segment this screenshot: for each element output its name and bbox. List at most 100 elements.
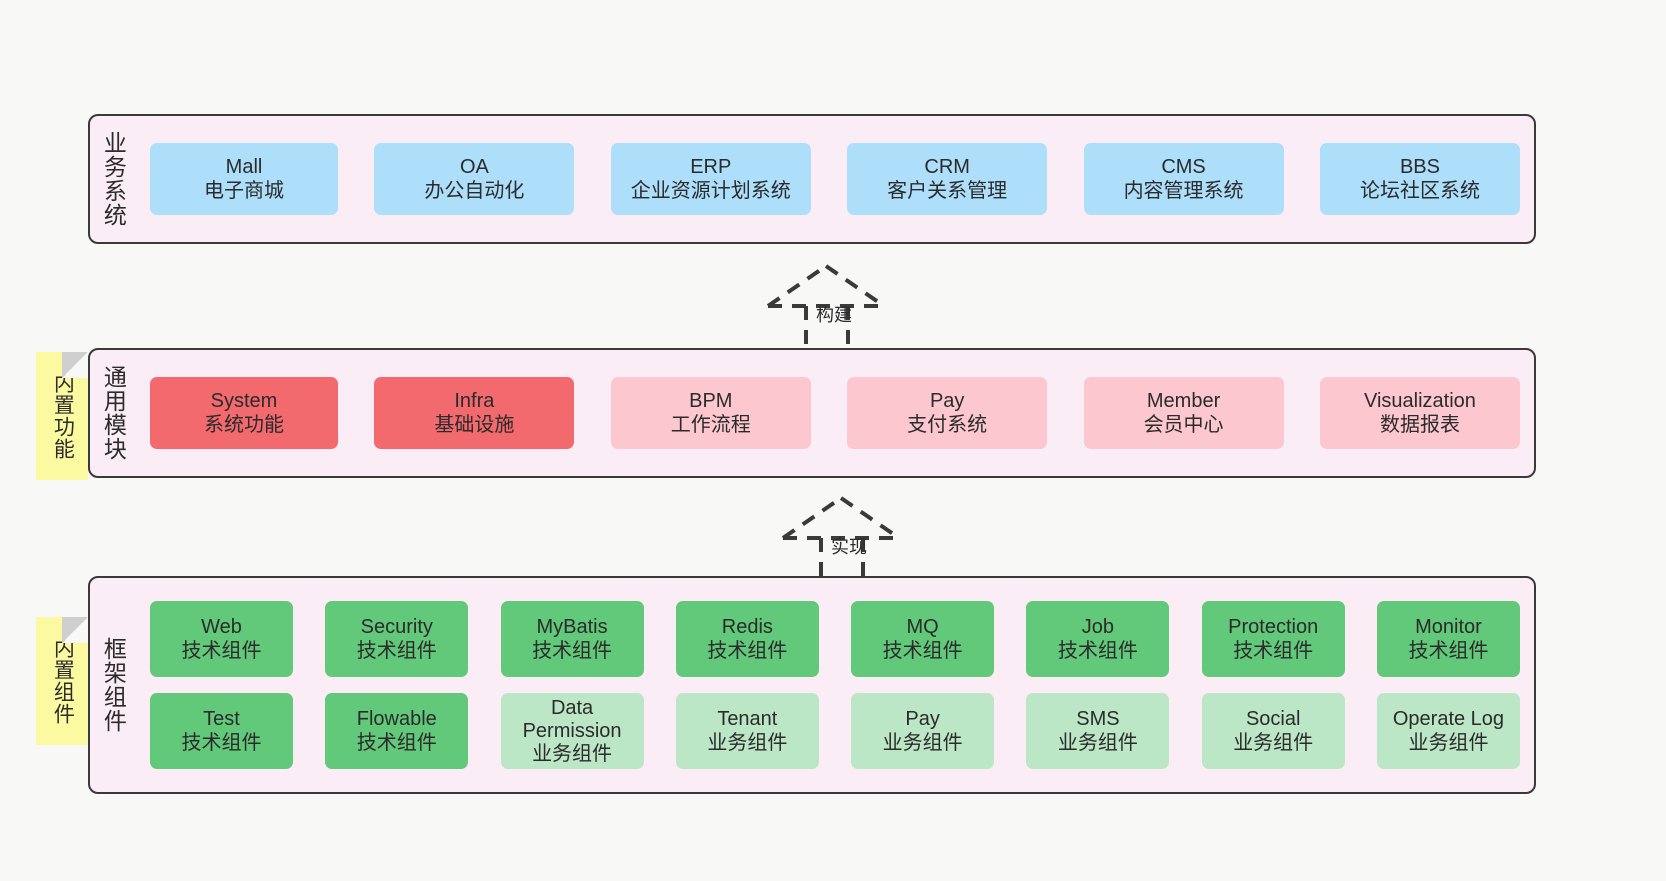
card-pay-component[interactable]: Pay 业务组件: [851, 693, 995, 769]
card-row: Web 技术组件 Security 技术组件 MyBatis 技术组件 Redi…: [150, 601, 1520, 677]
card-en-label: Infra: [454, 389, 495, 412]
card-cn-label: 办公自动化: [424, 180, 525, 202]
card-cn-label: 技术组件: [1233, 640, 1314, 662]
card-cn-label: 业务组件: [1057, 732, 1138, 754]
note-builtin-component: 内置组件: [36, 617, 88, 745]
card-mall[interactable]: Mall 电子商城: [150, 143, 338, 215]
layer-body-common-module: System 系统功能 Infra 基础设施 BPM 工作流程 Pay 支付系统…: [136, 350, 1534, 476]
card-en-label: BPM: [689, 389, 733, 412]
card-en-label: ERP: [690, 155, 732, 178]
card-security[interactable]: Security 技术组件: [325, 601, 469, 677]
layer-body-framework-component: Web 技术组件 Security 技术组件 MyBatis 技术组件 Redi…: [136, 578, 1534, 792]
connector-implement-label: 实现: [831, 537, 867, 557]
card-cn-label: 内容管理系统: [1123, 180, 1244, 202]
card-system[interactable]: System 系统功能: [150, 377, 338, 449]
layer-business-system: 业务系统 Mall 电子商城 OA 办公自动化 ERP 企业资源计划系统 CRM…: [88, 114, 1536, 244]
card-cn-label: 工作流程: [670, 414, 751, 436]
card-infra[interactable]: Infra 基础设施: [374, 377, 575, 449]
card-cn-label: 技术组件: [356, 640, 437, 662]
card-cn-label: 技术组件: [1408, 640, 1489, 662]
card-cn-label: 客户关系管理: [887, 180, 1008, 202]
card-en-label: CRM: [924, 155, 970, 178]
card-protection[interactable]: Protection 技术组件: [1201, 601, 1345, 677]
card-bbs[interactable]: BBS 论坛社区系统: [1319, 143, 1520, 215]
card-cn-label: 业务组件: [882, 732, 963, 754]
card-redis[interactable]: Redis 技术组件: [675, 601, 819, 677]
card-cn-label: 技术组件: [181, 640, 262, 662]
card-en-label: System: [210, 389, 278, 412]
card-cn-label: 会员中心: [1143, 414, 1224, 436]
card-en-label: Operate Log: [1392, 707, 1505, 730]
card-visualization[interactable]: Visualization 数据报表: [1319, 377, 1520, 449]
card-cn-label: 论坛社区系统: [1359, 180, 1480, 202]
card-erp[interactable]: ERP 企业资源计划系统: [610, 143, 811, 215]
card-cn-label: 企业资源计划系统: [630, 180, 791, 202]
card-cn-label: 业务组件: [1233, 732, 1314, 754]
card-cn-label: 技术组件: [532, 640, 613, 662]
card-en-label: Web: [201, 615, 242, 638]
card-mq[interactable]: MQ 技术组件: [851, 601, 995, 677]
card-test[interactable]: Test 技术组件: [150, 693, 293, 769]
card-en-label: Member: [1146, 389, 1221, 412]
card-oa[interactable]: OA 办公自动化: [374, 143, 575, 215]
card-row: Test 技术组件 Flowable 技术组件 Data Permission …: [150, 693, 1520, 769]
card-cn-label: 技术组件: [882, 640, 963, 662]
card-monitor[interactable]: Monitor 技术组件: [1376, 601, 1520, 677]
card-en-label: Flowable: [356, 707, 437, 730]
card-bpm[interactable]: BPM 工作流程: [610, 377, 811, 449]
card-data-permission[interactable]: Data Permission 业务组件: [500, 693, 644, 769]
connector-build: 构建: [760, 258, 920, 358]
layer-framework-component: 框架组件 Web 技术组件 Security 技术组件 MyBatis 技术组件…: [88, 576, 1536, 794]
layer-title-business: 业务系统: [100, 131, 127, 227]
card-en-label: Social: [1245, 707, 1301, 730]
card-en-label: Redis: [721, 615, 773, 638]
card-en-label: Visualization: [1363, 389, 1476, 412]
card-crm[interactable]: CRM 客户关系管理: [847, 143, 1048, 215]
card-cn-label: 业务组件: [532, 742, 613, 765]
card-member[interactable]: Member 会员中心: [1083, 377, 1284, 449]
card-cn-label: 技术组件: [356, 732, 437, 754]
card-sms[interactable]: SMS 业务组件: [1026, 693, 1170, 769]
layer-common-module: 通用模块 System 系统功能 Infra 基础设施 BPM 工作流程 Pay…: [88, 348, 1536, 478]
card-operate-log[interactable]: Operate Log 业务组件: [1376, 693, 1520, 769]
card-cn-label: 技术组件: [181, 732, 262, 754]
card-cn-label: 业务组件: [1408, 732, 1489, 754]
layer-title-framework-component: 框架组件: [100, 637, 127, 733]
card-en-label: Data Permission: [522, 696, 622, 742]
card-en-label: Job: [1081, 615, 1115, 638]
card-cn-label: 系统功能: [204, 414, 284, 436]
card-cn-label: 数据报表: [1379, 414, 1460, 436]
card-row: Mall 电子商城 OA 办公自动化 ERP 企业资源计划系统 CRM 客户关系…: [150, 143, 1520, 215]
card-en-label: Security: [360, 615, 433, 638]
card-en-label: OA: [459, 155, 489, 178]
card-cn-label: 基础设施: [434, 414, 515, 436]
card-cn-label: 技术组件: [707, 640, 788, 662]
card-en-label: Pay: [929, 389, 965, 412]
card-cn-label: 技术组件: [1057, 640, 1138, 662]
card-cn-label: 业务组件: [707, 732, 788, 754]
card-en-label: CMS: [1161, 155, 1206, 178]
layer-title-common-module: 通用模块: [100, 365, 127, 461]
card-social[interactable]: Social 业务组件: [1201, 693, 1345, 769]
card-en-label: Pay: [905, 707, 940, 730]
card-tenant[interactable]: Tenant 业务组件: [675, 693, 819, 769]
card-web[interactable]: Web 技术组件: [150, 601, 293, 677]
card-cn-label: 电子商城: [204, 180, 284, 202]
card-en-label: Mall: [225, 155, 263, 178]
card-en-label: Tenant: [717, 707, 778, 730]
card-en-label: BBS: [1399, 155, 1440, 178]
card-en-label: MyBatis: [536, 615, 608, 638]
card-en-label: MQ: [906, 615, 939, 638]
card-cn-label: 支付系统: [907, 414, 988, 436]
card-cms[interactable]: CMS 内容管理系统: [1083, 143, 1284, 215]
card-en-label: Protection: [1228, 615, 1319, 638]
note-builtin-function: 内置功能: [36, 352, 88, 480]
card-mybatis[interactable]: MyBatis 技术组件: [500, 601, 644, 677]
card-en-label: SMS: [1076, 707, 1120, 730]
card-job[interactable]: Job 技术组件: [1026, 601, 1170, 677]
layer-body-business: Mall 电子商城 OA 办公自动化 ERP 企业资源计划系统 CRM 客户关系…: [136, 116, 1534, 242]
card-pay[interactable]: Pay 支付系统: [847, 377, 1048, 449]
card-flowable[interactable]: Flowable 技术组件: [325, 693, 469, 769]
card-en-label: Monitor: [1415, 615, 1482, 638]
